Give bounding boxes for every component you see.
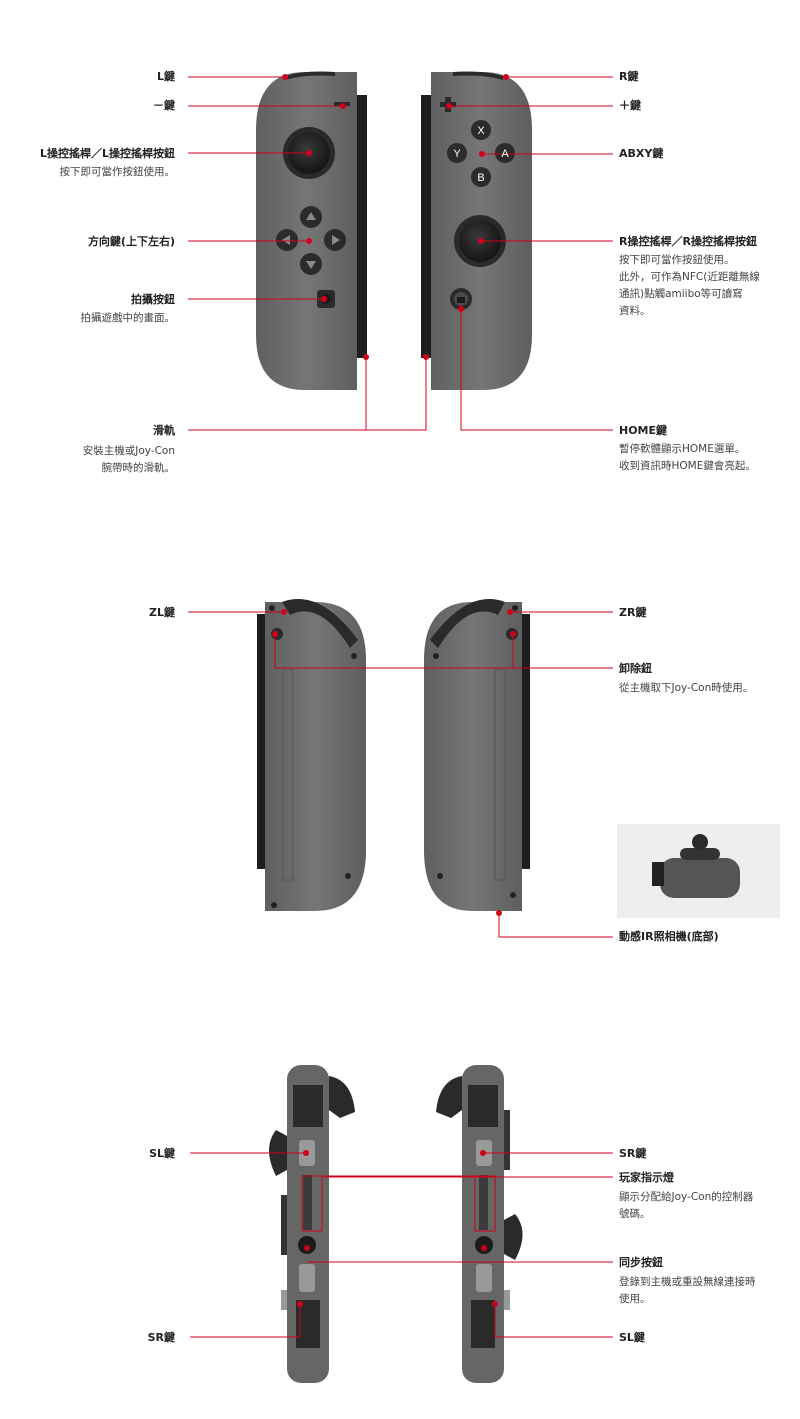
label-l-key: L鍵 — [156, 70, 175, 83]
label-r-stick: R操控搖桿／R操控搖桿按鈕 — [619, 235, 757, 248]
label-ir-camera: 動感IR照相機(底部) — [619, 930, 719, 943]
left-joycon-front — [256, 71, 367, 390]
btn-y-letter: Y — [453, 148, 461, 160]
desc-r-stick: 按下即可當作按鈕使用。 此外，可作為NFC(近距離無線 通訊)點觸amiibo等… — [619, 254, 760, 317]
desc-release: 從主機取下Joy-Con時使用。 — [619, 682, 754, 694]
zr-trigger — [430, 599, 505, 648]
label-rail: 滑軌 — [153, 424, 175, 437]
label-abxy: ABXY鍵 — [619, 147, 664, 160]
right-joycon-side — [436, 1065, 523, 1383]
label-zl-key: ZL鍵 — [149, 606, 175, 619]
btn-x-letter: X — [477, 125, 485, 137]
left-joycon-back — [257, 599, 366, 911]
label-release: 卸除鈕 — [619, 662, 652, 675]
left-joycon-side — [269, 1065, 355, 1383]
btn-a-letter: A — [501, 148, 509, 160]
desc-home: 暫停軟體顯示HOME選單。 收到資訊時HOME鍵會亮起。 — [619, 443, 756, 472]
callout-lines — [188, 76, 613, 1338]
right-joycon-back — [424, 599, 530, 911]
label-player-led: 玩家指示燈 — [619, 1171, 674, 1184]
sr-button-left — [299, 1264, 315, 1292]
desc-l-stick: 按下即可當作按鈕使用。 — [59, 166, 176, 178]
sl-button-right — [476, 1264, 492, 1292]
btn-b-letter: B — [477, 172, 484, 184]
label-sync: 同步按鈕 — [619, 1256, 663, 1269]
label-sr-key-left: SR鍵 — [147, 1331, 175, 1344]
label-minus-key: －鍵 — [153, 99, 175, 112]
desc-capture: 拍攝遊戲中的畫面。 — [80, 312, 176, 324]
label-dpad: 方向鍵(上下左右) — [87, 235, 175, 248]
label-plus-key: ＋鍵 — [619, 99, 641, 112]
label-r-key: R鍵 — [619, 70, 639, 83]
label-home: HOME鍵 — [619, 424, 668, 437]
label-zr-key: ZR鍵 — [619, 606, 647, 619]
label-sl-key-left: SL鍵 — [149, 1147, 175, 1160]
desc-rail: 安裝主機或Joy-Con 腕帶時的滑軌。 — [82, 445, 175, 474]
callout-dots — [272, 74, 516, 1307]
label-l-stick: L操控搖桿／L操控搖桿按鈕 — [39, 147, 175, 160]
dpad-arrows — [282, 212, 340, 269]
zl-trigger — [282, 599, 358, 648]
abxy-buttons — [447, 120, 515, 187]
right-joycon-front — [421, 71, 532, 390]
label-sl-key-right: SL鍵 — [619, 1331, 645, 1344]
desc-player-led: 顯示分配給Joy-Con的控制器 號碼。 — [619, 1191, 754, 1220]
label-capture: 拍攝按鈕 — [131, 293, 175, 306]
ir-camera-photo — [617, 824, 780, 918]
desc-sync: 登錄到主機或重設無線連接時 使用。 — [619, 1276, 756, 1305]
label-sr-key-right: SR鍵 — [619, 1147, 647, 1160]
